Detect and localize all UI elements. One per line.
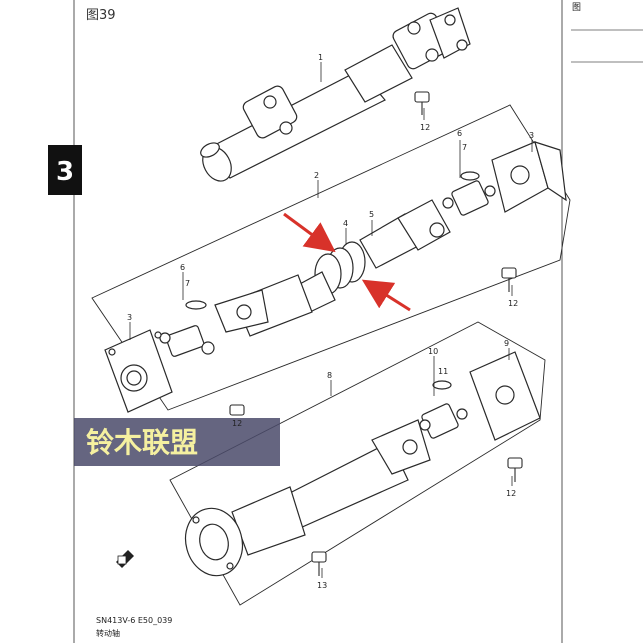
- red-arrow-lower: [361, 279, 411, 312]
- callout-6-right: 6: [457, 129, 462, 138]
- bolt-12-bottom: [507, 457, 523, 482]
- watermark-background: [74, 418, 280, 466]
- callout-12-middle: 12: [508, 299, 518, 308]
- callout-6-left: 6: [180, 263, 185, 272]
- callout-4: 4: [343, 219, 348, 228]
- callout-10: 10: [428, 347, 438, 356]
- callout-9: 9: [504, 339, 509, 348]
- callout-3-left: 3: [127, 313, 132, 322]
- propeller-shaft-assembly: [200, 7, 471, 182]
- callout-3-right: 3: [529, 131, 534, 140]
- watermark-text: 铃木联盟: [86, 426, 198, 459]
- footer-code: SN413V-6 E50_039: [96, 616, 172, 625]
- bolt-12-top: [414, 91, 430, 115]
- callout-12-top: 12: [420, 123, 430, 132]
- callout-7-left: 7: [185, 279, 190, 288]
- corner-label: 图: [572, 2, 581, 13]
- callout-7-right: 7: [462, 143, 467, 152]
- bottom-shaft-parts: [184, 351, 541, 577]
- bolt-12-middle: [501, 267, 517, 292]
- bolt-12-left: [229, 404, 245, 416]
- bolt-13: [311, 551, 327, 576]
- footer-caption: 转动轴: [96, 628, 120, 638]
- front-direction-icon: [116, 550, 134, 568]
- bottom-group-outline: [169, 321, 546, 606]
- callout-12-left: 12: [232, 419, 242, 428]
- figure-label: 图39: [86, 8, 116, 23]
- callout-11: 11: [438, 367, 448, 376]
- callout-8: 8: [327, 371, 332, 380]
- leader-lines: [129, 62, 533, 578]
- callout-2: 2: [314, 171, 319, 180]
- middle-shaft-parts: [104, 141, 567, 413]
- callout-1: 1: [318, 53, 323, 62]
- section-number-box: [48, 145, 82, 195]
- red-arrow-upper: [283, 212, 336, 253]
- callout-13: 13: [317, 581, 327, 590]
- callout-12-bottom: 12: [506, 489, 516, 498]
- section-number: 3: [56, 157, 74, 187]
- callout-5: 5: [369, 210, 374, 219]
